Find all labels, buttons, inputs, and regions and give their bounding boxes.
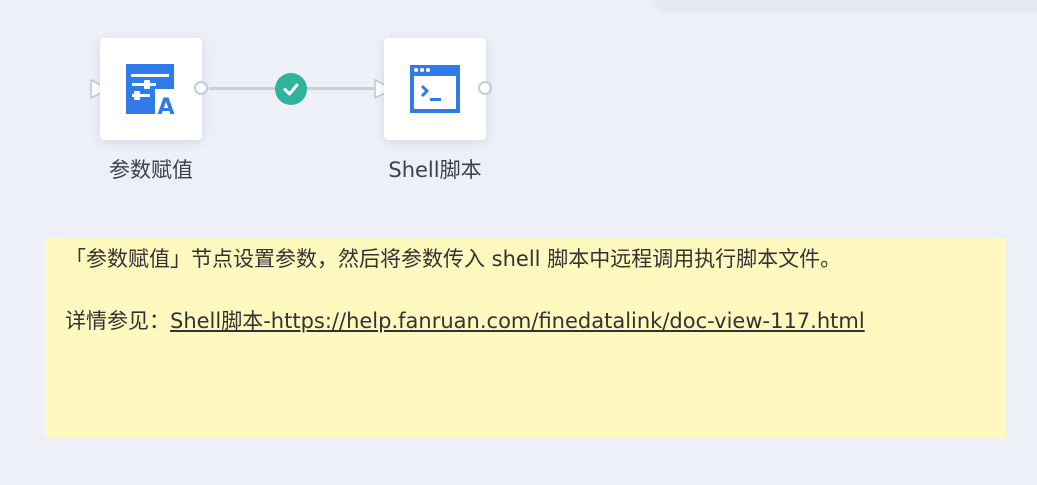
top-panel-shadow bbox=[655, 0, 1037, 8]
help-doc-link[interactable]: Shell脚本-https://help.fanruan.com/finedat… bbox=[170, 309, 865, 333]
note-reference-prefix: 详情参见： bbox=[65, 309, 170, 333]
node-label-parameter-assignment: 参数赋值 bbox=[109, 158, 193, 182]
edge-status-success bbox=[275, 73, 307, 105]
note-reference: 详情参见：Shell脚本-https://help.fanruan.com/fi… bbox=[65, 308, 1005, 334]
parameter-assignment-icon: A bbox=[126, 64, 178, 116]
shell-terminal-icon bbox=[410, 65, 460, 113]
node-label-shell-script: Shell脚本 bbox=[388, 158, 482, 182]
output-port[interactable] bbox=[194, 81, 208, 95]
node-shell-script[interactable] bbox=[384, 38, 486, 140]
annotation-note[interactable]: 「参数赋值」节点设置参数，然后将参数传入 shell 脚本中远程调用执行脚本文件… bbox=[45, 238, 1005, 438]
svg-text:A: A bbox=[157, 95, 174, 116]
node-parameter-assignment[interactable]: A bbox=[100, 38, 202, 140]
note-description: 「参数赋值」节点设置参数，然后将参数传入 shell 脚本中远程调用执行脚本文件… bbox=[65, 247, 842, 271]
output-port[interactable] bbox=[478, 81, 492, 95]
check-circle-icon bbox=[283, 83, 299, 96]
